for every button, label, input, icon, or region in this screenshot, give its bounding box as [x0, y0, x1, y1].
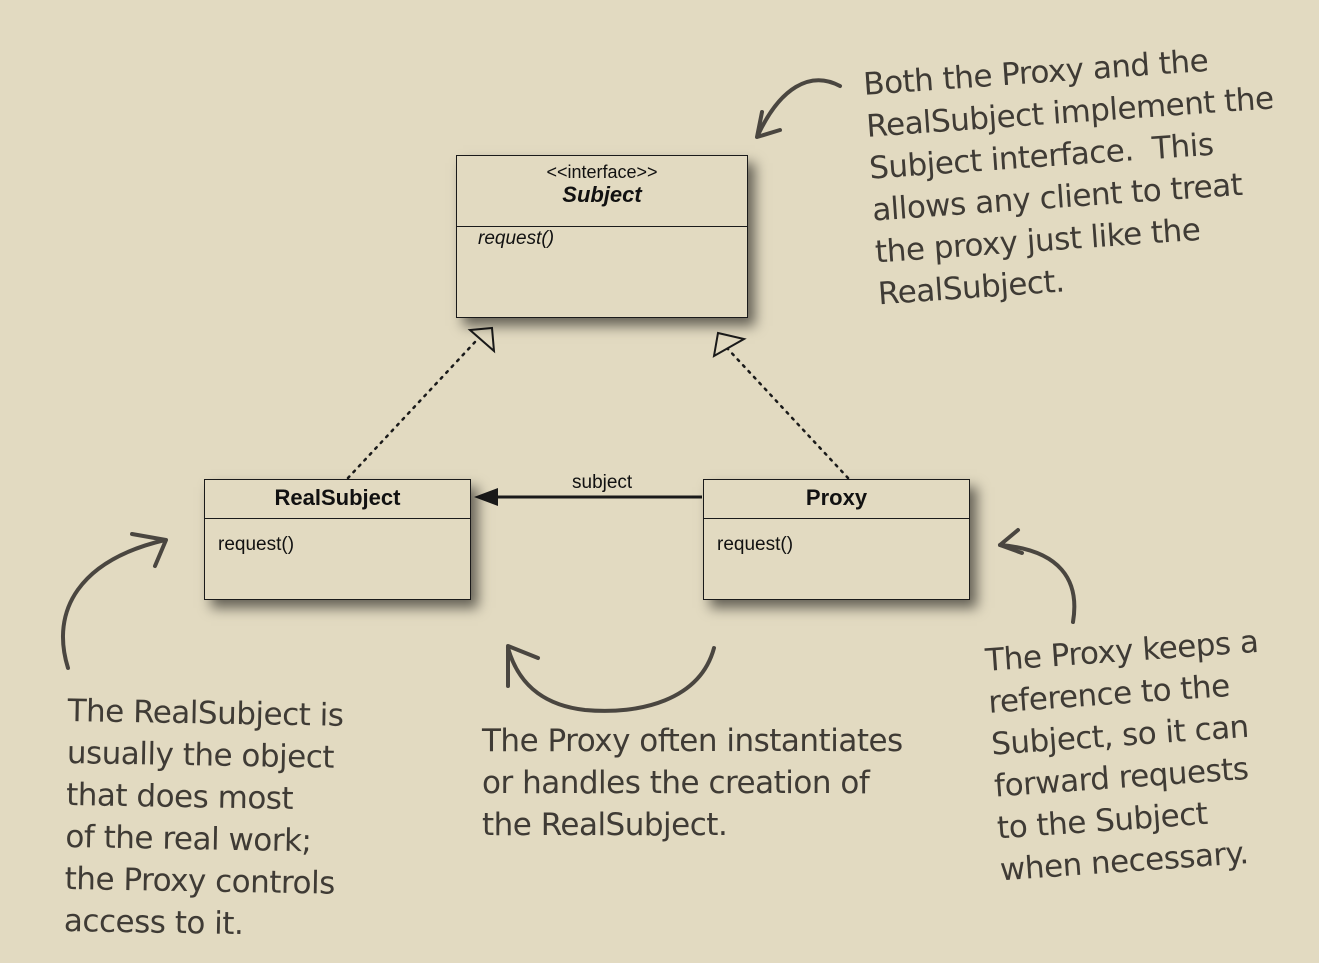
real-subject-note-arrowhead — [130, 532, 168, 568]
real-subject-name: RealSubject — [274, 485, 401, 510]
subject-interface-box: <<interface>> Subject request() — [456, 155, 748, 318]
association-arrowhead — [474, 488, 498, 506]
instantiation-note-arrowhead — [506, 644, 540, 688]
reference-note-arrow — [998, 543, 1077, 624]
real-subject-class-box: RealSubject request() — [204, 479, 471, 600]
realization-line-proxy — [725, 346, 850, 480]
proxy-operation: request() — [717, 534, 794, 555]
interface-note: Both the Proxy and the RealSubject imple… — [862, 42, 1275, 313]
instantiation-note: The Proxy often instantiates or handles … — [482, 723, 903, 843]
proxy-header: Proxy — [704, 480, 969, 519]
realization-arrowhead-realsubject — [467, 326, 496, 354]
proxy-name: Proxy — [805, 485, 868, 510]
realization-arrowhead-proxy — [712, 331, 747, 358]
interface-note-arrowhead — [755, 110, 782, 139]
subject-operation: request() — [478, 228, 555, 249]
subject-name: Subject — [562, 182, 642, 207]
real-subject-note-arrow — [61, 538, 167, 670]
reference-note: The Proxy keeps a reference to the Subje… — [984, 623, 1260, 889]
real-subject-operation: request() — [218, 534, 295, 555]
realization-line-realsubject — [346, 340, 477, 480]
real-subject-note: The RealSubject is usually the object th… — [63, 692, 344, 943]
instantiation-note-arrow — [506, 646, 716, 713]
subject-header: <<interface>> Subject — [457, 162, 747, 227]
interface-note-arrow — [756, 78, 842, 137]
reference-note-arrowhead — [998, 528, 1024, 555]
real-subject-header: RealSubject — [205, 480, 470, 519]
proxy-class-box: Proxy request() — [703, 479, 970, 600]
association-label: subject — [572, 472, 633, 493]
subject-stereotype: <<interface>> — [546, 162, 658, 182]
